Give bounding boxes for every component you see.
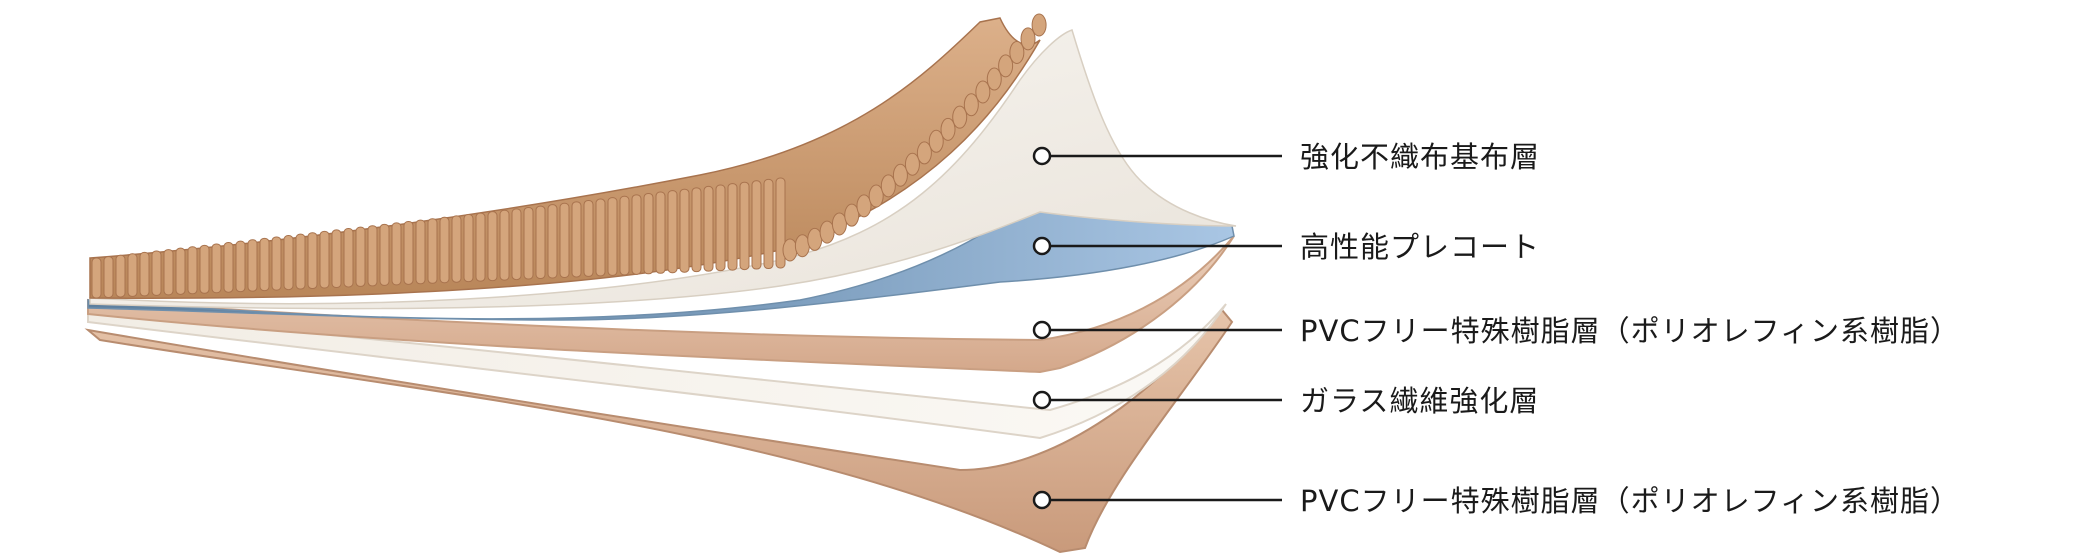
pile-fiber <box>91 257 102 299</box>
pile-fiber <box>1031 13 1047 37</box>
pile-fiber <box>355 226 366 287</box>
pile-fiber <box>1009 40 1025 64</box>
anchor-dot-fabric-base <box>1032 146 1052 166</box>
pile-fiber <box>892 163 908 187</box>
anchor-dot-precoat <box>1032 236 1052 256</box>
pile-fiber <box>667 190 678 274</box>
pile-fiber <box>259 237 270 292</box>
pile-fiber <box>703 185 714 272</box>
pile-fiber <box>595 198 606 277</box>
pile-fiber <box>715 184 726 272</box>
label-resin-bottom: PVCフリー特殊樹脂層（ポリオレフィン系樹脂） <box>1300 484 1960 518</box>
pile-fiber <box>782 238 798 262</box>
pile-fiber <box>880 174 896 198</box>
pile-fiber <box>691 187 702 273</box>
label-precoat: 高性能プレコート <box>1300 230 1541 264</box>
pile-fiber <box>998 54 1014 78</box>
label-fabric-base: 強化不織布基布層 <box>1300 140 1541 174</box>
pile-fiber <box>763 178 774 270</box>
pile-fiber <box>427 218 438 284</box>
pile-fiber <box>631 194 642 275</box>
pile-fiber <box>679 188 690 273</box>
pile-fiber <box>211 243 222 294</box>
pile-fiber <box>175 247 186 295</box>
pile-fiber <box>223 242 234 293</box>
pile-fiber <box>619 195 630 276</box>
pile-fiber <box>127 253 138 297</box>
pile-fiber <box>271 236 282 291</box>
pile-fiber <box>391 222 402 286</box>
pile-fiber <box>163 249 174 296</box>
pile-fiber <box>115 254 126 298</box>
pile-fiber <box>607 197 618 276</box>
pile-fiber <box>916 141 932 165</box>
pile-fiber <box>643 192 654 275</box>
pile-fiber <box>283 235 294 291</box>
pile-fiber <box>571 201 582 278</box>
pile-fiber <box>547 204 558 279</box>
pile-fiber <box>819 220 835 244</box>
pile-fiber <box>775 177 786 269</box>
pile-fiber <box>451 215 462 283</box>
pile-fiber <box>367 225 378 287</box>
pile-fiber <box>343 228 354 288</box>
pile-fiber <box>1020 27 1036 51</box>
pile-fiber <box>247 239 258 292</box>
pile-fiber <box>511 208 522 281</box>
pile-fiber <box>655 191 666 274</box>
pile-fiber <box>439 216 450 284</box>
pile-fiber <box>975 80 991 104</box>
pile-fiber <box>475 212 486 282</box>
layer-glass-fiber <box>87 303 1227 440</box>
pile-fiber <box>856 194 872 218</box>
pile-fiber <box>139 251 150 297</box>
pile-fiber <box>187 246 198 295</box>
layer-precoat <box>87 191 1235 321</box>
anchor-dot-glass-fiber <box>1032 390 1052 410</box>
pile-fiber <box>331 229 342 288</box>
pile-fiber <box>739 181 750 271</box>
pile-fiber <box>199 244 210 294</box>
pile-fiber <box>940 117 956 141</box>
pile-fiber <box>844 203 860 227</box>
pile-texture <box>91 13 1047 299</box>
pile-fiber <box>487 211 498 282</box>
pile-fiber <box>307 232 318 290</box>
pile-fiber <box>235 240 246 293</box>
pile-fiber <box>103 256 114 298</box>
pile-fiber <box>963 93 979 117</box>
pile-fiber <box>535 205 546 280</box>
pile-fiber <box>868 184 884 208</box>
pile-fiber <box>403 221 414 285</box>
pile-fiber <box>751 180 762 270</box>
anchor-dot-resin-bottom <box>1032 490 1052 510</box>
pile-fiber <box>415 219 426 285</box>
pile-fiber <box>463 213 474 283</box>
pile-fiber <box>952 105 968 129</box>
pile-fiber <box>904 152 920 176</box>
pile-fiber <box>986 67 1002 91</box>
pile-fiber <box>319 230 330 289</box>
pile-fiber <box>559 202 570 278</box>
label-resin-top: PVCフリー特殊樹脂層（ポリオレフィン系樹脂） <box>1300 314 1960 348</box>
leader-lines <box>1032 146 1282 510</box>
pile-fiber <box>583 199 594 277</box>
anchor-dot-resin-top <box>1032 320 1052 340</box>
pile-fiber <box>727 183 738 271</box>
pile-fiber <box>794 234 810 258</box>
layer-resin-bottom <box>84 308 1234 554</box>
pile-fiber <box>379 223 390 286</box>
pile-fiber <box>831 212 847 236</box>
pile-fiber <box>499 209 510 281</box>
pile-fiber <box>928 129 944 153</box>
pile-fiber <box>295 233 306 290</box>
pile-fiber <box>151 250 162 296</box>
pile-fiber <box>523 206 534 280</box>
label-glass-fiber: ガラス繊維強化層 <box>1300 384 1540 418</box>
